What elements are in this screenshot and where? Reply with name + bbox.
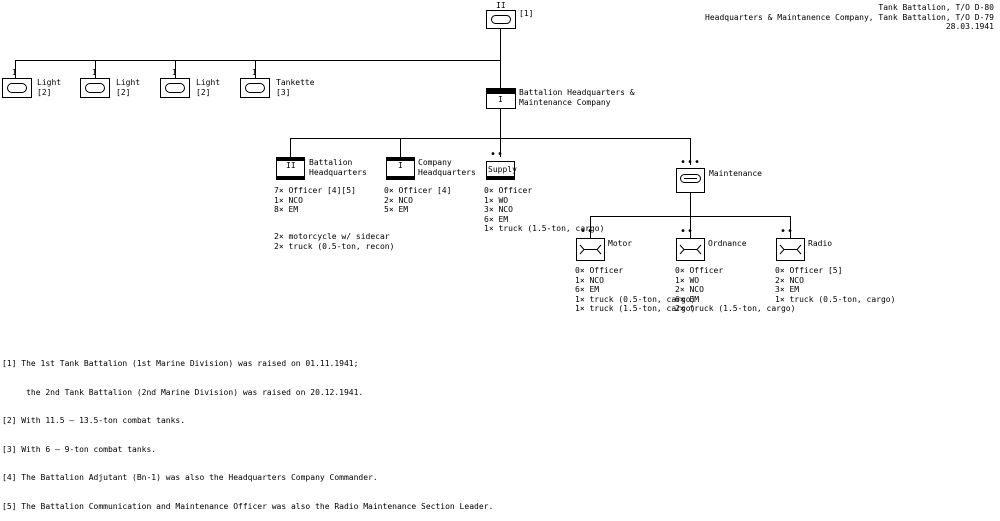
supply-label: Supply: [488, 165, 517, 174]
light-2-size-indicator: I: [92, 68, 97, 77]
company-tankette: Tankette [3]: [276, 78, 315, 97]
battalion-note: [1]: [519, 9, 534, 18]
footnote-2: [2] With 11.5 – 13.5-ton combat tanks.: [2, 416, 186, 425]
company-light-2: Light [2]: [116, 78, 141, 97]
footnotes: [1] The 1st Tank Battalion (1st Marine D…: [2, 340, 493, 521]
chart-subtitle: Headquarters & Maintanence Company, Tank…: [705, 12, 994, 22]
motor-symbol: [576, 238, 605, 261]
motor-label: Motor: [608, 239, 633, 248]
armor-oval-icon: [85, 83, 105, 93]
bn-hq-equipment: 2× motorcycle w/ sidecar 2× truck (0.5-t…: [274, 232, 395, 251]
bn-hq-size-indicator: II: [286, 161, 296, 170]
supply-personnel: 0× Officer 1× WO 3× NCO 6× EM 1× truck (…: [484, 186, 605, 233]
hq-company-size-indicator: I: [498, 95, 503, 104]
hq-bar: [486, 88, 516, 94]
co-hq-size-indicator: I: [398, 161, 403, 170]
chart-date: 28.03.1941: [945, 22, 994, 31]
wrench-icon: [679, 244, 702, 255]
ordnance-size-indicator: ••: [680, 226, 695, 237]
chart-header: Tank Battalion, T/O D-80 Headquarters & …: [705, 3, 994, 32]
motor-size-indicator: ••: [580, 226, 595, 237]
ordnance-personnel: 0× Officer 1× WO 2× NCO 6× EM 2× truck (…: [675, 266, 796, 313]
hq-company-symbol: [486, 88, 516, 109]
footnote-1-cont: the 2nd Tank Battalion (2nd Marine Divis…: [2, 387, 364, 397]
footnote-1: [1] The 1st Tank Battalion (1st Marine D…: [2, 359, 359, 368]
armor-oval-icon: [165, 83, 185, 93]
co-hq-symbol: [386, 157, 415, 180]
motor-personnel: 0× Officer 1× NCO 6× EM 1× truck (0.5-to…: [575, 266, 696, 313]
co-hq-label: Company Headquarters: [418, 158, 476, 177]
radio-label: Radio: [808, 239, 833, 248]
radio-size-indicator: ••: [780, 226, 795, 237]
armor-oval-icon: [491, 15, 511, 24]
tankette-size-indicator: I: [252, 68, 257, 77]
battalion-size-indicator: II: [496, 1, 506, 10]
armor-oval-icon: [7, 83, 27, 93]
connector-lines: [15, 28, 791, 238]
chart-title: Tank Battalion, T/O D-80: [878, 3, 994, 12]
company-light-1: Light [2]: [37, 78, 62, 97]
wrench-icon: [779, 244, 802, 255]
supply-size-indicator: ••: [490, 149, 505, 160]
ordnance-label: Ordnance: [708, 239, 747, 248]
light-company-2-symbol: [80, 78, 110, 98]
armor-oval-icon: [245, 83, 265, 93]
light-3-size-indicator: I: [172, 68, 177, 77]
wrench-icon: [579, 244, 602, 255]
hq-company-label: Battalion Headquarters & Maintenance Com…: [519, 88, 635, 107]
footnote-4: [4] The Battalion Adjutant (Bn-1) was al…: [2, 473, 378, 482]
battalion-symbol: [486, 10, 516, 29]
co-hq-personnel: 0× Officer [4] 2× NCO 5× EM: [384, 186, 452, 214]
supply-symbol: [486, 161, 515, 180]
light-company-1-symbol: [2, 78, 32, 98]
bn-hq-label: Battalion Headquarters: [309, 158, 367, 177]
bn-hq-personnel: 7× Officer [4][5] 1× NCO 8× EM: [274, 186, 356, 214]
org-chart-canvas: [2, 10, 805, 261]
light-company-3-symbol: [160, 78, 190, 98]
company-light-3: Light [2]: [196, 78, 221, 97]
ordnance-symbol: [676, 238, 705, 261]
radio-symbol: [776, 238, 805, 261]
maintenance-symbol: [676, 168, 705, 193]
bn-hq-symbol: [276, 157, 305, 180]
footnote-3: [3] With 6 – 9-ton combat tanks.: [2, 444, 157, 454]
tankette-company-symbol: [240, 78, 270, 98]
maintenance-size-indicator: •••: [680, 157, 702, 168]
maintenance-label: Maintenance: [709, 169, 762, 178]
light-1-size-indicator: I: [12, 68, 17, 77]
radio-personnel: 0× Officer [5] 2× NCO 3× EM 1× truck (0.…: [775, 266, 896, 304]
footnote-5: [5] The Battalion Communication and Main…: [2, 501, 494, 511]
